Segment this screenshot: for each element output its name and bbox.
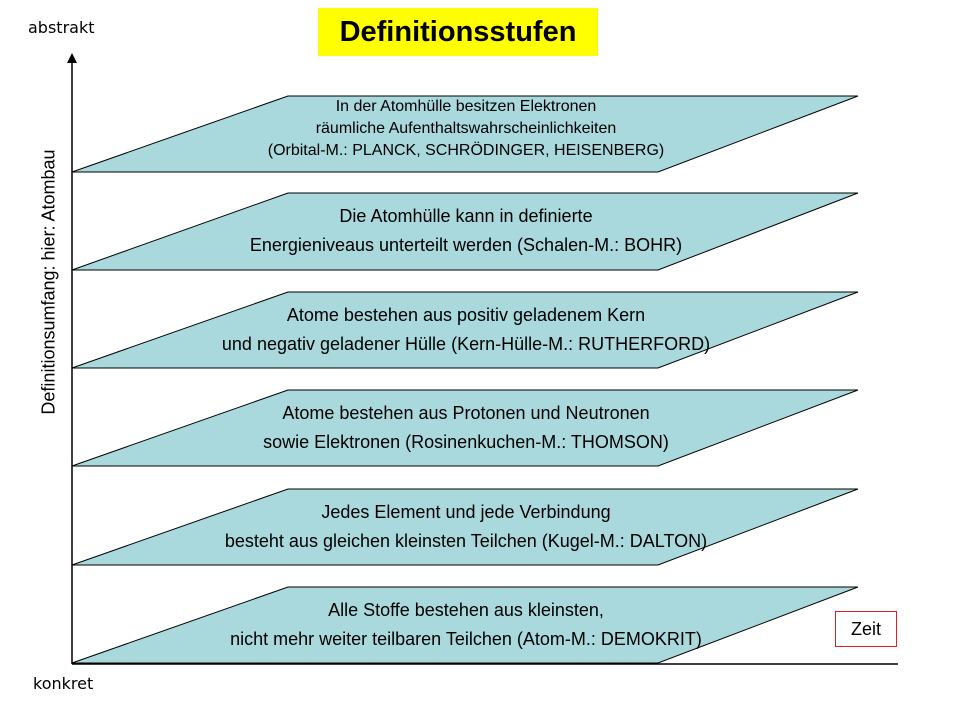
axis-label-concrete: konkret — [33, 674, 94, 693]
definition-level-line: Alle Stoffe bestehen aus kleinsten, — [328, 600, 604, 620]
definition-level-shape — [71, 586, 859, 664]
definition-level-shape — [71, 192, 859, 271]
definition-level-text: Atome bestehen aus Protonen und Neutrone… — [86, 399, 846, 457]
axis-label-abstract: abstrakt — [28, 18, 95, 37]
time-label-box: Zeit — [835, 611, 897, 647]
definition-level-shape — [71, 389, 859, 467]
definition-level-line: In der Atomhülle besitzen Elektronen — [335, 98, 597, 115]
definition-level-line: Die Atomhülle kann in definierte — [339, 206, 593, 226]
definition-level-line: räumliche Aufenthaltswahrscheinlichkeite… — [315, 120, 617, 137]
definition-level-line: sowie Elektronen (Rosinenkuchen-M.: THOM… — [263, 432, 669, 452]
definition-level-shape — [71, 95, 859, 173]
definition-level-line: Jedes Element und jede Verbindung — [321, 502, 611, 522]
definition-level-line: nicht mehr weiter teilbaren Teilchen (At… — [230, 629, 702, 649]
definition-level-line: Atome bestehen aus positiv geladenem Ker… — [286, 305, 646, 325]
definition-level-line: Atome bestehen aus Protonen und Neutrone… — [282, 403, 650, 423]
definition-level-shape — [71, 488, 859, 566]
definition-level-line: Energieniveaus unterteilt werden (Schale… — [249, 235, 683, 255]
definition-level-text: In der Atomhülle besitzen Elektronen räum… — [86, 96, 846, 162]
axis-label-definition-scope: Definitionsumfang: hier: Atombau — [38, 149, 59, 415]
definition-level-shape — [71, 291, 859, 369]
definition-levels — [71, 95, 859, 664]
definition-level-text: Jedes Element und jede Verbindung besteht… — [86, 498, 846, 556]
page-title: Definitionsstufen — [318, 8, 598, 56]
definition-level-line: (Orbital-M.: PLANCK, SCHRÖDINGER, HEISEN… — [267, 142, 665, 159]
definition-level-line: besteht aus gleichen kleinsten Teilchen … — [224, 531, 708, 551]
definition-level-line: und negativ geladener Hülle (Kern-Hülle-… — [221, 334, 711, 354]
definition-level-text: Alle Stoffe bestehen aus kleinsten, nicht… — [86, 596, 846, 654]
definition-level-text: Atome bestehen aus positiv geladenem Ker… — [86, 301, 846, 359]
